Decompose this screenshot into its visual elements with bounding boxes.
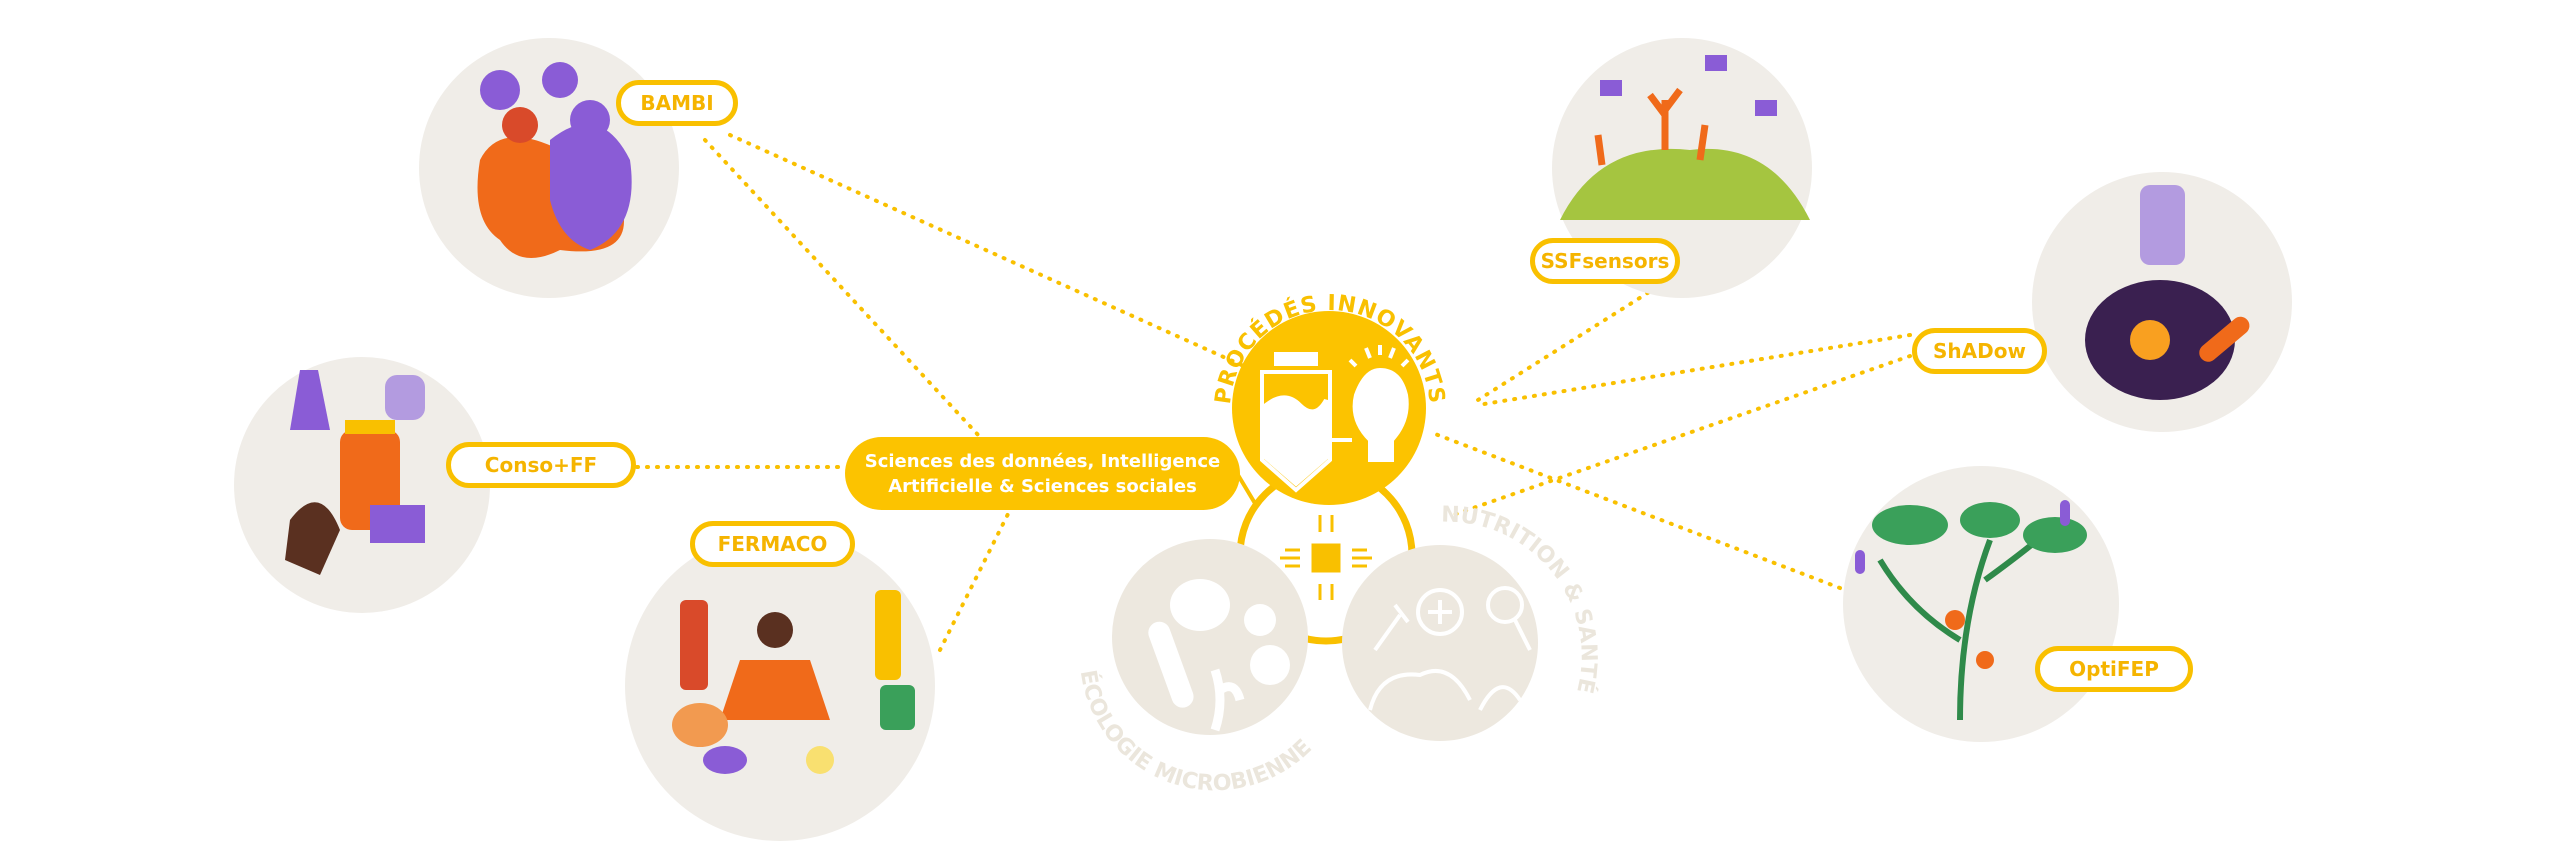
nutrition-icons	[1368, 586, 1532, 711]
connector-bambi-pill	[703, 138, 982, 439]
bioreactor-icon	[1260, 352, 1352, 493]
connector-lines	[635, 133, 1912, 652]
spoon-icon	[1486, 586, 1524, 624]
lightbulb-icon	[1348, 345, 1410, 462]
chip-icon	[1280, 515, 1372, 600]
project-label-fermaco[interactable]: FERMACO	[690, 521, 855, 567]
connector-bambi	[728, 133, 1259, 374]
ecologie-microbienne-circle	[1112, 539, 1308, 735]
project-label-consoff[interactable]: Conso+FF	[446, 442, 636, 488]
connector-fermaco	[938, 508, 1012, 652]
project-label-optifep[interactable]: OptiFEP	[2035, 646, 2193, 692]
connector-shadow-1	[1476, 333, 1912, 407]
nutrition-sante-circle	[1342, 545, 1538, 741]
plant-illustration-icon	[1855, 500, 2087, 721]
fork-icon	[1373, 603, 1410, 652]
plus-icon	[1416, 588, 1464, 636]
connector-shadow-2	[1451, 354, 1912, 517]
project-label-bambi[interactable]: BAMBI	[616, 80, 738, 126]
data-science-pill[interactable]: Sciences des données, Intelligence Artif…	[845, 437, 1240, 510]
project-label-ssfsensors[interactable]: SSFsensors	[1530, 238, 1680, 284]
senses-jar-illustration-icon	[285, 370, 425, 575]
connector-ssfsensors	[1476, 280, 1667, 402]
fermented-foods-illustration-icon	[672, 590, 915, 774]
microbe-icon	[1148, 579, 1290, 732]
silo-illustration-icon	[2085, 185, 2250, 400]
microbes-illustration-icon	[477, 62, 632, 258]
connector-optifep	[1428, 430, 1842, 590]
sensors-drones-illustration-icon	[1560, 55, 1810, 220]
project-label-shadow[interactable]: ShADow	[1912, 328, 2047, 374]
pill-line-1: Sciences des données, Intelligence	[864, 450, 1221, 472]
pill-line-2: Artificielle & Sciences sociales	[888, 475, 1197, 497]
